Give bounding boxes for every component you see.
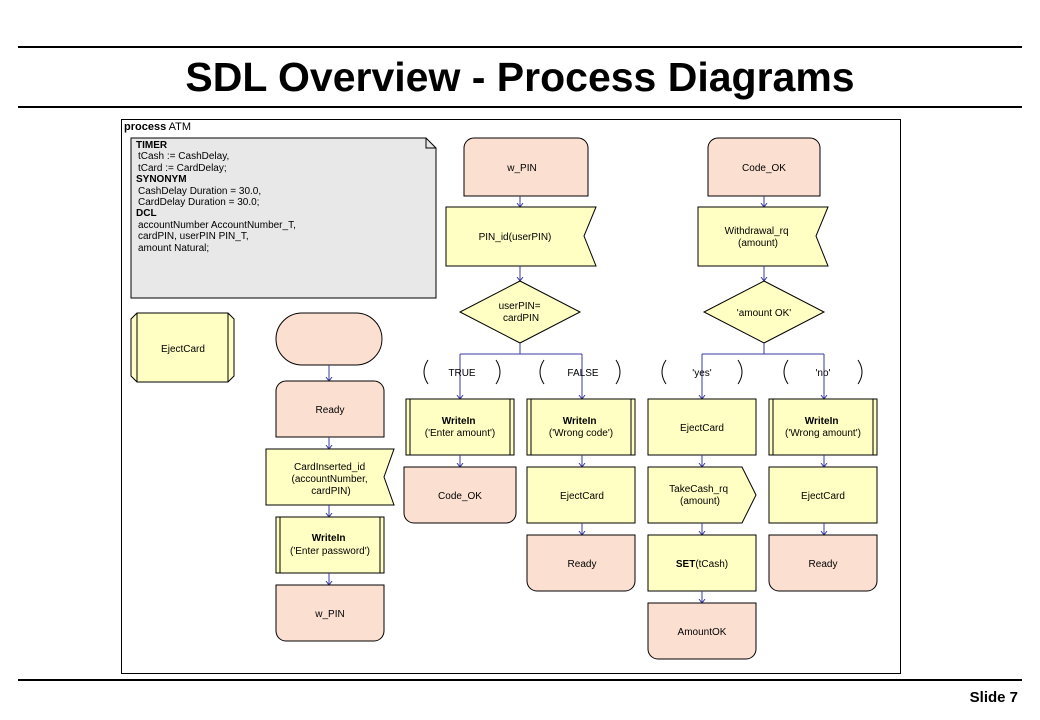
decl-line: accountNumber AccountNumber_T, <box>138 219 296 231</box>
input-pin-id[interactable]: PIN_id(userPIN) <box>445 206 597 267</box>
task-writeln-wrong-amount[interactable]: WriteIn ('Wrong amount') <box>768 398 878 456</box>
synonym-keyword: SYNONYM <box>136 174 187 186</box>
answer-false: FALSE <box>539 359 621 385</box>
nextstate-amountok[interactable]: AmountOK <box>647 602 757 660</box>
call-label: EjectCard <box>801 491 845 502</box>
state-label: w_PIN <box>314 609 344 620</box>
task-label: WriteIn ('Enter password') <box>290 533 370 557</box>
call-ejectcard-false[interactable]: EjectCard <box>526 466 636 524</box>
decision-userpin[interactable]: userPIN= cardPIN <box>458 280 582 344</box>
decl-line: cardPIN, userPIN PIN_T, <box>138 231 249 243</box>
decl-line: tCash := CashDelay, <box>138 151 230 163</box>
input-withdrawal-rq[interactable]: Withdrawal_rq (amount) <box>697 206 829 267</box>
decision-label: 'amount OK' <box>737 308 791 319</box>
svg-text:'no': 'no' <box>816 368 831 379</box>
state-label: Code_OK <box>438 491 482 502</box>
state-ready[interactable]: Ready <box>275 380 385 438</box>
task-label: WriteIn ('Wrong amount') <box>785 416 861 439</box>
nextstate-ready-no[interactable]: Ready <box>768 534 878 592</box>
slide-title: SDL Overview - Process Diagrams <box>185 54 855 100</box>
output-takecash-rq[interactable]: TakeCash_rq (amount) <box>647 466 757 524</box>
decl-line: tCard := CardDelay; <box>138 162 227 174</box>
call-label: EjectCard <box>560 491 604 502</box>
decision-amount-ok[interactable]: 'amount OK' <box>702 280 826 344</box>
state-label: Ready <box>316 405 345 416</box>
declaration-box <box>130 137 437 299</box>
process-name: ATM <box>168 121 192 133</box>
nextstate-ready-false[interactable]: Ready <box>526 534 636 592</box>
answer-no: 'no' <box>783 359 863 385</box>
top-rule <box>18 46 1022 48</box>
timer-keyword: TIMER <box>136 140 168 151</box>
task-label: WriteIn ('Enter amount') <box>425 416 496 439</box>
process-header: process ATM <box>124 121 191 133</box>
svg-text:'yes': 'yes' <box>692 368 711 379</box>
input-cardinserted[interactable]: CardInserted_id (accountNumber, cardPIN) <box>265 448 395 506</box>
input-label: Withdrawal_rq (amount) <box>725 226 792 249</box>
call-label: EjectCard <box>680 423 724 434</box>
folded-corner <box>425 138 436 149</box>
input-label: CardInserted_id (accountNumber, cardPIN) <box>292 462 371 497</box>
declarations-text: TIMER tCash := CashDelay, tCard := CardD… <box>136 140 426 254</box>
decl-line: CardDelay Duration = 30.0; <box>138 197 260 209</box>
state-code-ok[interactable]: Code_OK <box>707 137 821 197</box>
state-label: Ready <box>809 559 838 570</box>
nextstate-w-pin[interactable]: w_PIN <box>275 584 385 642</box>
decision-label: userPIN= cardPIN <box>499 301 544 324</box>
input-label: PIN_id(userPIN) <box>479 232 552 243</box>
state-w-pin[interactable]: w_PIN <box>463 137 589 197</box>
decl-line: CashDelay Duration = 30.0, <box>138 185 262 197</box>
state-label: Ready <box>568 559 597 570</box>
task-writeln-password[interactable]: WriteIn ('Enter password') <box>275 516 385 574</box>
process-keyword: process <box>124 121 167 133</box>
task-writeln-wrong-code[interactable]: WriteIn ('Wrong code') <box>526 398 636 456</box>
task-label: WriteIn ('Wrong code') <box>549 416 613 439</box>
task-writeln-enter-amount[interactable]: WriteIn ('Enter amount') <box>405 398 515 456</box>
svg-text:TRUE: TRUE <box>448 368 476 379</box>
slide-number: Slide 7 <box>969 689 1018 706</box>
call-ejectcard-no[interactable]: EjectCard <box>768 466 878 524</box>
state-label: w_PIN <box>506 163 536 174</box>
answer-yes: 'yes' <box>661 359 743 385</box>
call-ejectcard-yes[interactable]: EjectCard <box>647 398 757 456</box>
process-frame <box>121 119 901 674</box>
footer-rule <box>18 679 1022 681</box>
title-rule <box>18 106 1022 108</box>
dcl-keyword: DCL <box>136 208 157 220</box>
svg-text:FALSE: FALSE <box>567 368 598 379</box>
start-symbol[interactable] <box>275 312 383 366</box>
nextstate-code-ok[interactable]: Code_OK <box>403 466 517 524</box>
procedure-ref-ejectcard[interactable]: EjectCard <box>130 312 235 383</box>
state-label: Code_OK <box>742 163 786 174</box>
state-label: AmountOK <box>678 627 727 638</box>
decl-line: amount Natural; <box>138 242 210 254</box>
output-label: TakeCash_rq (amount) <box>669 484 731 507</box>
answer-true: TRUE <box>423 359 501 385</box>
task-set-tcash[interactable]: SET(tCash) <box>647 534 757 592</box>
procedure-label: EjectCard <box>161 344 205 355</box>
task-label: SET(tCash) <box>676 559 728 570</box>
